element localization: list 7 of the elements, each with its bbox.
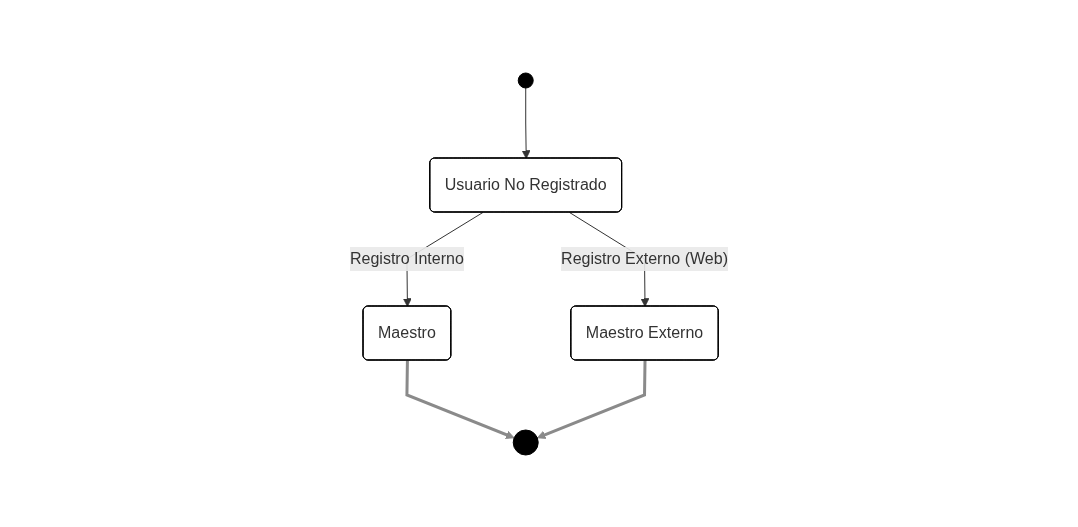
node-circle xyxy=(512,429,539,455)
edge-label: Registro Interno xyxy=(350,249,464,267)
edge-label: Registro Externo (Web) xyxy=(561,249,728,267)
node-circle xyxy=(517,72,534,88)
arrow xyxy=(521,87,531,159)
arrow xyxy=(536,359,647,439)
arrow xyxy=(405,359,515,439)
